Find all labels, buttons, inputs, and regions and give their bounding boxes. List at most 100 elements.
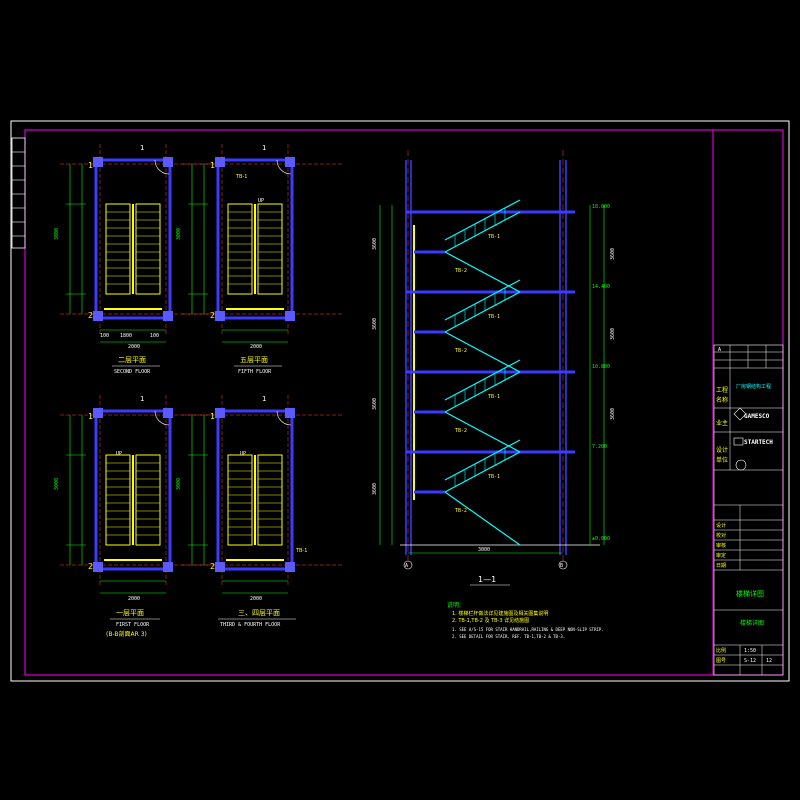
axis-label: 2 — [210, 562, 215, 571]
section-dim: 3600 — [372, 318, 378, 330]
axis-label: 1 — [88, 161, 93, 170]
section-dim: 3600 — [610, 248, 616, 260]
note-line: 2. SEE DETAIL FOR STAIR. REF. TB-1,TB-2 … — [452, 634, 565, 639]
plan-first-floor: 1 2 1 UP 3000 2000 一层平面 FIRST FLOOR (B-B… — [54, 393, 222, 638]
plan-second-floor: 1 2 1 3000 100 1800 100 2000 二层平面 SECOND… — [54, 142, 222, 375]
section-dim: 3600 — [610, 408, 616, 420]
tb-field: 审核 — [716, 542, 726, 549]
tb-field: 设计 — [716, 522, 726, 529]
section-dim: 3600 — [372, 398, 378, 410]
axis-label: 2 — [210, 311, 215, 320]
revision: A — [718, 347, 721, 353]
axis-label: 1 — [88, 412, 93, 421]
plan-title: 二层平面 — [118, 356, 146, 364]
plan-fifth-floor: 1 2 1 TB-1 UP 3000 2000 五层平面 FIFTH FLOOR — [176, 142, 344, 375]
institute-logo-icon — [735, 459, 747, 471]
plan-title: 一层平面 — [116, 609, 144, 617]
company-logo-text: GAMESCO — [744, 413, 770, 420]
tb-field: 校对 — [716, 532, 726, 539]
section-dim: 3000 — [478, 547, 490, 553]
section-mark: 1 — [140, 144, 144, 152]
dim-width: 2000 — [128, 344, 140, 350]
callout: TB-1 — [295, 548, 307, 554]
margin-stamp — [11, 137, 26, 249]
level-mark: ±0.000 — [592, 536, 610, 542]
section-title: 1—1 — [478, 575, 496, 584]
note-line: 2. TB-1,TB-2 及 TB-3 详见结施图 — [452, 617, 529, 624]
section-1-1: TB-1 TB-2 TB-1 TB-2 TB-1 TB-2 TB-1 TB-2 … — [372, 150, 616, 586]
dim-width: 2000 — [250, 344, 262, 350]
callout: UP — [116, 451, 122, 457]
plan-title: 五层平面 — [240, 356, 268, 364]
flight-label: TB-2 — [455, 428, 467, 434]
drawing-no: S-12 — [744, 658, 756, 664]
plan-subtitle: SECOND FLOOR — [114, 369, 151, 375]
flight-label: TB-1 — [488, 314, 500, 320]
section-mark: 1 — [262, 144, 266, 152]
level-mark: 10.800 — [592, 364, 610, 370]
plan-title: 三、四层平面 — [238, 609, 280, 617]
axis-label: B — [560, 563, 563, 569]
general-notes: 说明: 1. 楼梯栏杆做法详见建施图及相关图集说明 2. TB-1,TB-2 及… — [447, 601, 604, 639]
drawing-title: 楼梯详图 — [736, 589, 764, 598]
plan-subtitle: FIRST FLOOR — [116, 622, 150, 628]
designer-logo-icon — [733, 437, 744, 446]
dim-depth: 3000 — [176, 478, 182, 490]
dim-sub: 1800 — [120, 333, 132, 339]
flight-label: TB-1 — [488, 234, 500, 240]
company-logo-text: STARTECH — [744, 439, 773, 446]
section-mark: 1 — [140, 395, 144, 403]
level-mark: 14.400 — [592, 284, 610, 290]
plan-third-fourth-floor: 1 2 1 UP TB-1 3000 2000 三、四层平面 THIRD & F… — [176, 393, 344, 628]
callout: UP — [240, 451, 246, 457]
tb-row-label: 工程 — [716, 386, 728, 394]
flight-label: TB-2 — [455, 348, 467, 354]
dim-sub: 100 — [150, 333, 159, 339]
plan-note: (B-B剖面AR 3) — [106, 630, 147, 638]
level-mark: 7.200 — [592, 444, 607, 450]
flight-label: TB-1 — [488, 394, 500, 400]
scale: 1:50 — [744, 648, 756, 654]
dim-depth: 3000 — [54, 228, 60, 240]
drawing-title: 楼梯详图 — [740, 619, 764, 627]
notes-heading: 说明: — [447, 601, 461, 609]
flight-label: TB-2 — [455, 508, 467, 514]
level-mark: 18.000 — [592, 204, 610, 210]
tb-row-label: 设计 — [716, 446, 728, 454]
dim-width: 2000 — [128, 596, 140, 602]
tb-field: 图号 — [716, 658, 726, 664]
axis-label: A — [405, 563, 408, 569]
tb-field: 比例 — [716, 647, 726, 654]
tb-field: 审定 — [716, 552, 726, 559]
tb-row-label: 业主 — [716, 419, 728, 427]
callout: UP — [258, 198, 264, 204]
section-mark: 1 — [262, 395, 266, 403]
section-dim: 3600 — [610, 328, 616, 340]
section-dim: 3600 — [372, 238, 378, 250]
axis-label: 1 — [210, 161, 215, 170]
plan-subtitle: THIRD & FOURTH FLOOR — [220, 622, 281, 628]
company-logo-icon — [733, 407, 747, 421]
stair-railings — [454, 208, 506, 487]
dim-depth: 3000 — [54, 478, 60, 490]
note-line: 1. 楼梯栏杆做法详见建施图及相关图集说明 — [452, 610, 548, 617]
flight-label: TB-2 — [455, 268, 467, 274]
tb-row-label: 单位 — [716, 456, 728, 464]
sheet-no: 12 — [766, 658, 772, 664]
axis-label: 1 — [210, 412, 215, 421]
stair-flights — [444, 199, 521, 546]
axis-label: 2 — [88, 311, 93, 320]
plan-subtitle: FIFTH FLOOR — [238, 369, 272, 375]
tb-row-label: 名称 — [716, 396, 728, 404]
project-name: 厂房钢结构工程 — [736, 383, 771, 390]
callout: TB-1 — [235, 174, 247, 180]
dim-sub: 100 — [100, 333, 109, 339]
outer-border — [10, 120, 790, 682]
title-block: A 工程 名称 业主 设计 单位 厂房钢结构工程 GAMESCO STARTEC… — [712, 130, 784, 676]
flight-label: TB-1 — [488, 474, 500, 480]
dim-width: 2000 — [250, 596, 262, 602]
dim-depth: 3000 — [176, 228, 182, 240]
section-dim: 3600 — [372, 483, 378, 495]
axis-label: 2 — [88, 562, 93, 571]
